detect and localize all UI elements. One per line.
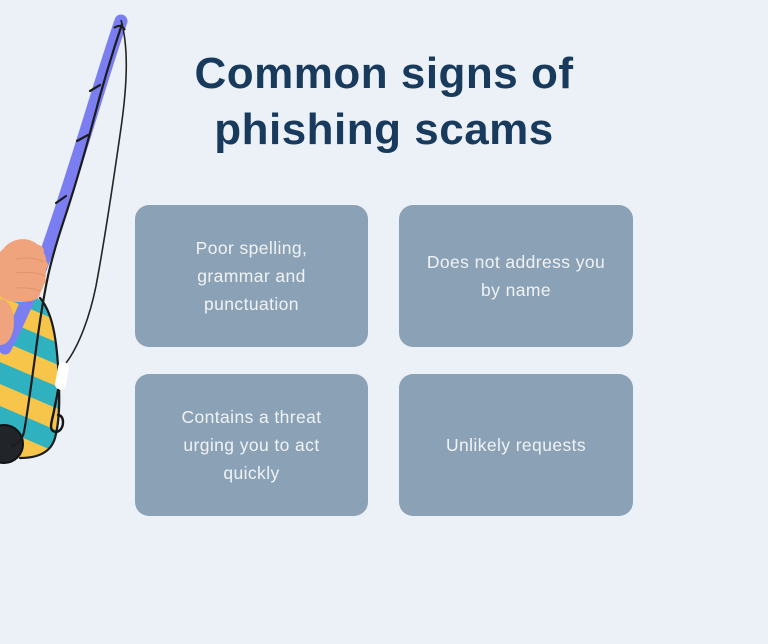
card-label: Poor spelling, grammar and punctuation: [195, 238, 308, 314]
fishing-line: [65, 19, 128, 364]
rod-shape: [0, 14, 128, 355]
hand-shape: [0, 239, 48, 345]
card-threat-act-quickly: Contains a threat urging you to act quic…: [135, 374, 368, 516]
card-label: Unlikely requests: [445, 435, 587, 455]
rod-line: [10, 22, 124, 448]
hook-shape: [49, 388, 65, 434]
reel-shape: [0, 424, 24, 464]
page-title: Common signs of phishing scams: [194, 49, 574, 154]
card-poor-spelling: Poor spelling, grammar and punctuation: [135, 205, 368, 347]
card-unlikely-requests: Unlikely requests: [399, 374, 633, 516]
card-label: Contains a threat urging you to act quic…: [181, 407, 322, 483]
card-label: Does not address you by name: [426, 252, 606, 300]
signs-grid: Poor spelling, grammar and punctuation D…: [135, 205, 633, 516]
card-no-name-address: Does not address you by name: [399, 205, 633, 347]
float-shape: [55, 362, 69, 390]
fishing-rod-illustration: [0, 14, 128, 464]
